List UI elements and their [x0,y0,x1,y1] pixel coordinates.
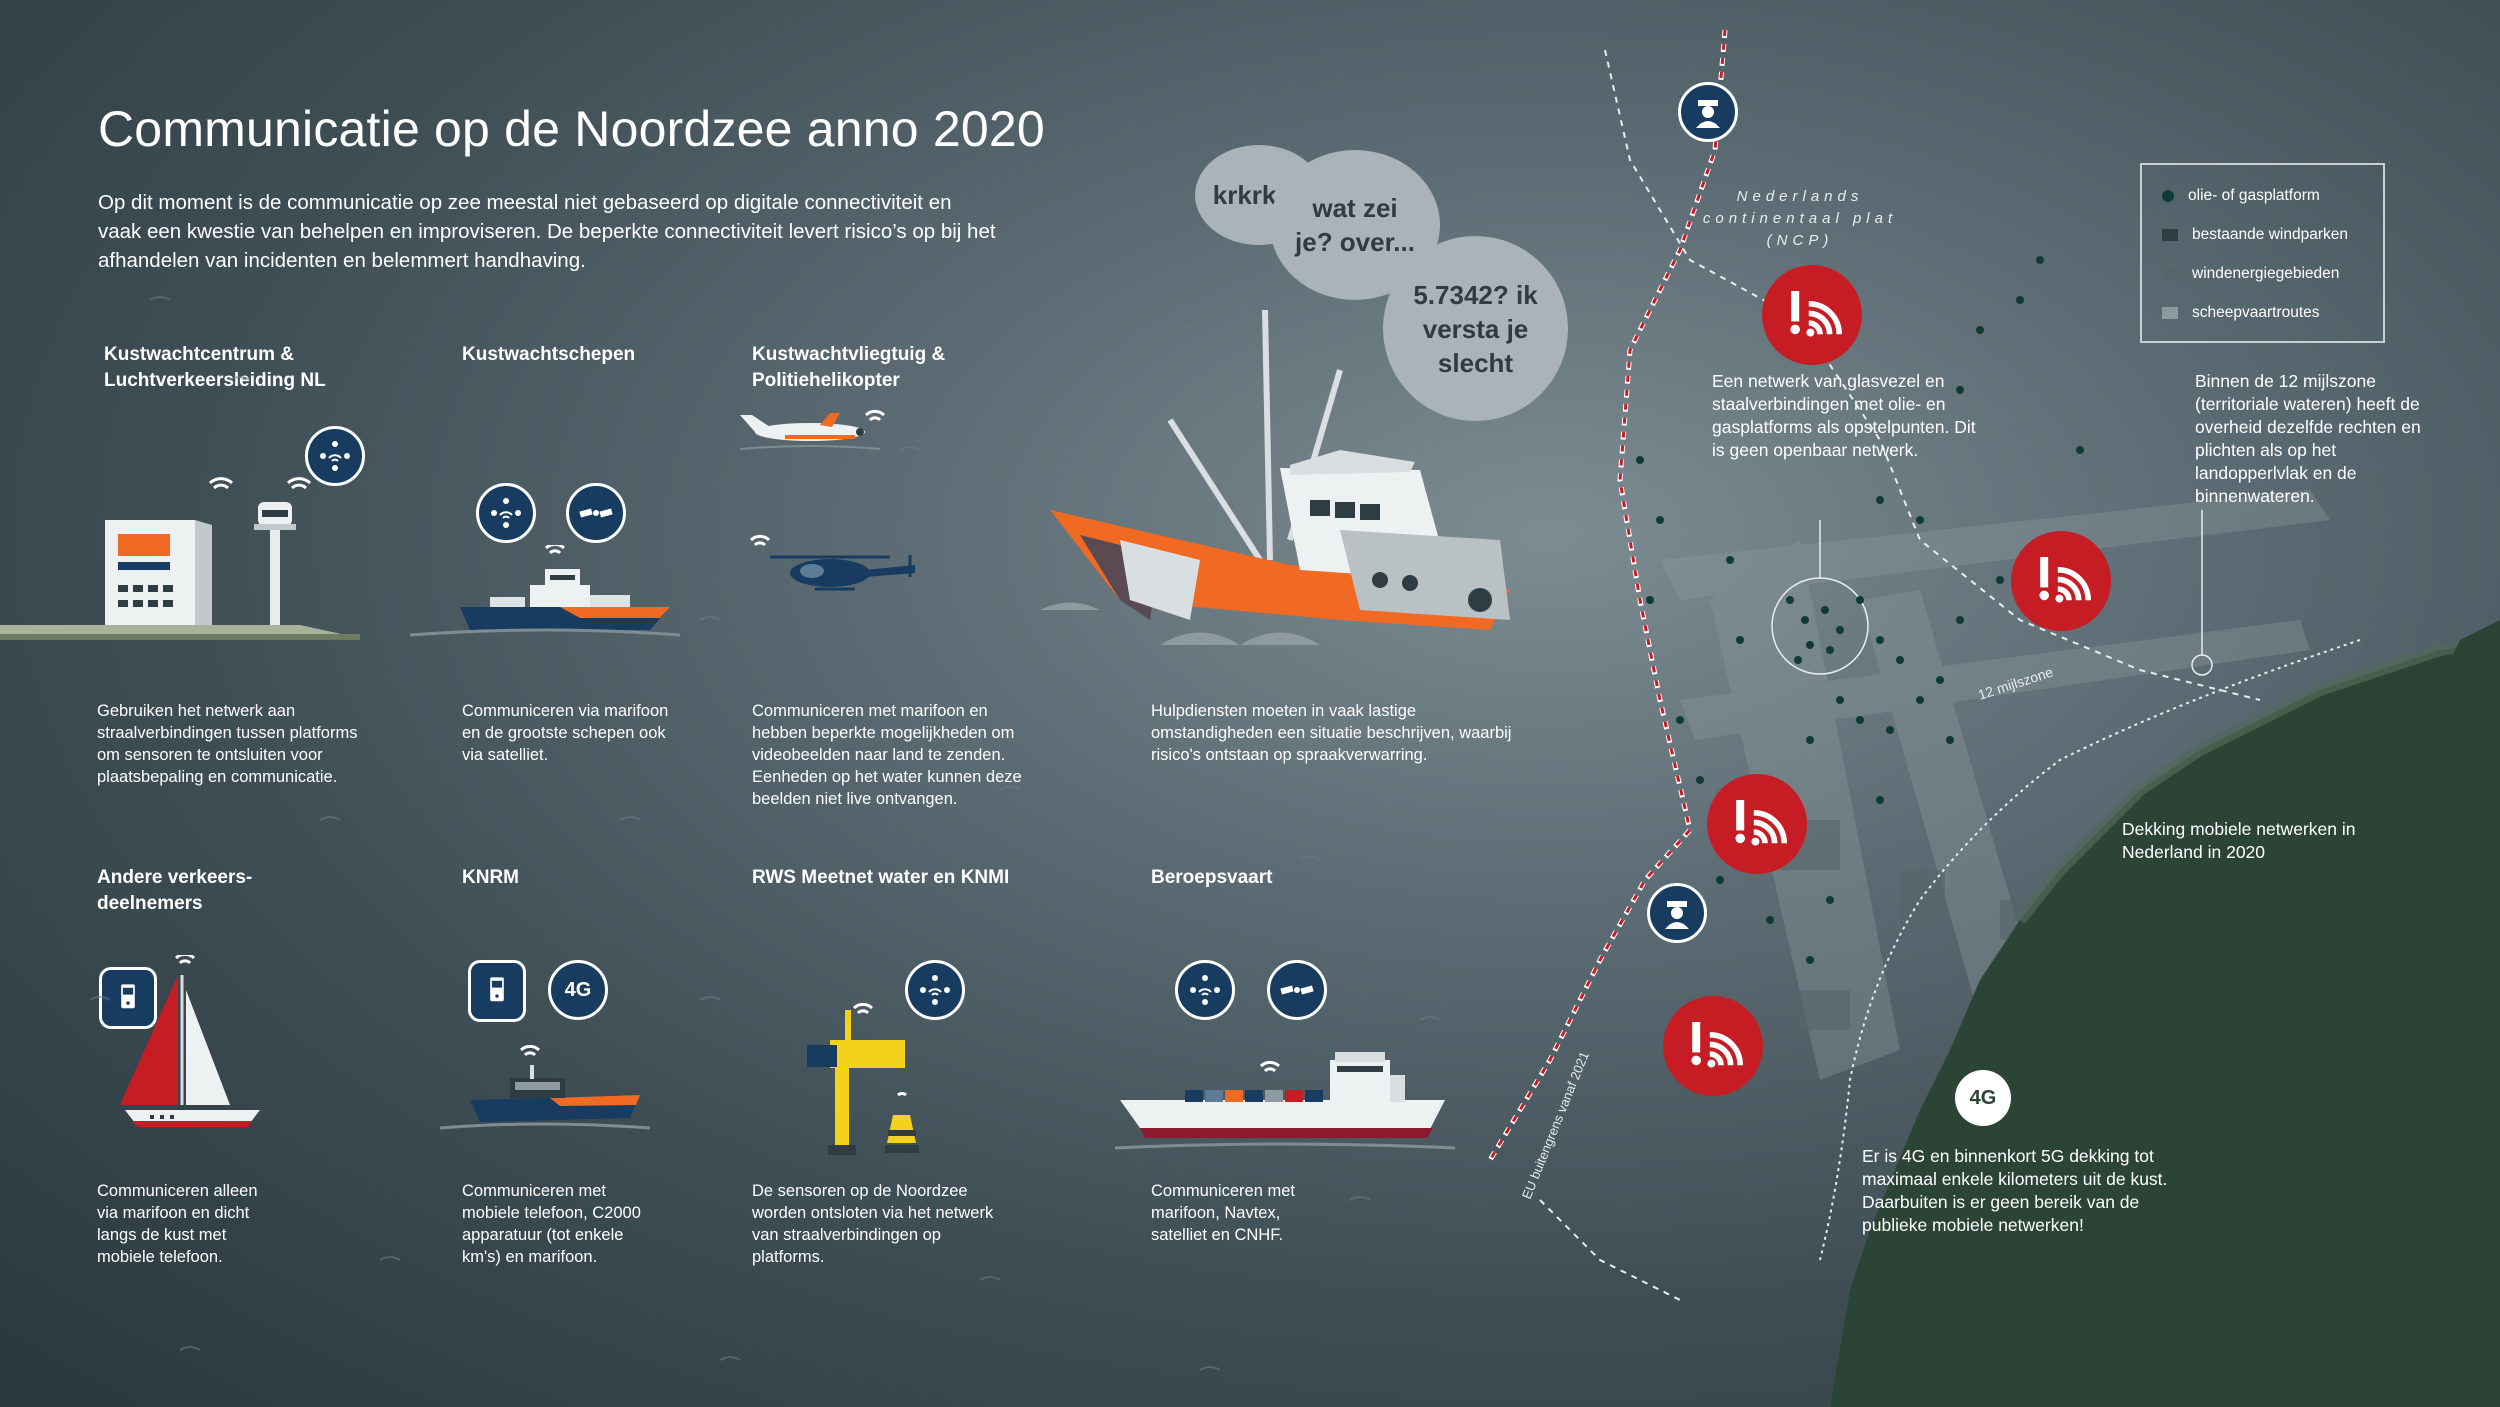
heading-rws-knmi: RWS Meetnet water en KNMI [752,867,1010,888]
fishing-boat-illustration [1040,309,1510,645]
ncp-label: Nederlands continentaal plat (NCP) [1702,188,1898,249]
network-icon [305,426,365,486]
alert-no-signal-icon [1707,774,1807,874]
text-rws-knmi: De sensoren op de Noordzee worden ontslo… [752,1182,994,1266]
heading-kustwachtcentrum: Kustwachtcentrum & Luchtverkeersleiding … [104,344,326,391]
heading-knrm: KNRM [462,867,519,888]
eu-border-label: EU buitengrens vanaf 2021 [1519,1049,1592,1201]
intro-text: Op dit moment is de communicatie op zee … [98,191,996,272]
measurement-buoy-illustration [807,1002,919,1155]
heading-beroepsvaart: Beroepsvaart [1151,867,1273,888]
map-legend: olie- of gasplatform bestaande windparke… [2140,163,2385,343]
network-icon [1175,960,1235,1020]
legend-item: olie- of gasplatform [2162,187,2320,205]
4g-icon: 4G [1955,1070,2011,1126]
aircraft-illustration [739,409,915,591]
text-beroepsvaart: Communiceren met marifoon, Navtex, satel… [1151,1182,1295,1244]
alert-no-signal-icon [1762,265,1862,365]
text-kustwachtschepen: Communiceren via marifoon en de grootste… [462,702,669,764]
cargo-ship-illustration [1115,1052,1455,1150]
heading-andere-verkeersdeelnemers: Andere verkeers-deelnemers [97,867,253,914]
4g-icon: 4G [548,960,608,1020]
mobile-phone-icon [468,960,526,1022]
note-coverage-title: Dekking mobiele netwerken in Nederland i… [2122,819,2356,862]
north-sea-map: EU buitengrens vanaf 2021 12 mijlszone [1487,29,2500,1407]
note-platform-network: Een netwerk van glasvezel en staalverbin… [1712,371,1976,460]
knrm-boat-illustration [440,1044,650,1130]
alert-no-signal-icon [1663,996,1763,1096]
text-kustwachtcentrum: Gebruiken het netwerk aan straalverbindi… [97,702,358,786]
wind-area-swatch [2162,268,2178,280]
alert-no-signal-icon [2011,531,2111,631]
text-vliegtuig-helikopter: Communiceren met marifoon en hebben bepe… [752,702,1022,808]
legend-item: windenergiegebieden [2162,265,2339,283]
page-title: Communicatie op de Noordzee anno 2020 [98,101,1045,157]
police-icon [1647,883,1707,943]
text-andere-verkeersdeelnemers: Communiceren alleen via marifoon en dich… [97,1182,258,1266]
windpark-swatch [2162,229,2178,241]
satellite-icon [1267,960,1327,1020]
network-icon [476,483,536,543]
text-hulpdiensten: Hulpdiensten moeten in vaak lastige omst… [1151,702,1512,764]
network-icon [905,960,965,1020]
platform-swatch [2162,190,2174,202]
speech-bubble-ik-versta-je-slecht: 5.7342? ik versta je slecht [1383,236,1568,421]
sailboat-illustration [120,955,260,1127]
legend-item: bestaande windparken [2162,226,2348,244]
legend-item: scheepvaartroutes [2162,304,2320,322]
coastguard-ship-illustration [410,545,680,637]
heading-kustwachtschepen: Kustwachtschepen [462,344,636,365]
shipping-route-swatch [2162,307,2178,319]
coastguard-centre-illustration [0,477,360,640]
speech-bubble-wat-zei-je: wat zei je? over... [1270,150,1440,300]
text-knrm: Communiceren met mobiele telefoon, C2000… [462,1182,641,1266]
note-12-mile-zone: Binnen de 12 mijlszone (territoriale wat… [2195,371,2421,506]
satellite-icon [566,483,626,543]
note-4g-coverage: Er is 4G en binnenkort 5G dekking tot ma… [1862,1146,2168,1235]
heading-vliegtuig-helikopter: Kustwachtvliegtuig & Politiehelikopter [752,344,946,391]
police-icon [1678,82,1738,142]
